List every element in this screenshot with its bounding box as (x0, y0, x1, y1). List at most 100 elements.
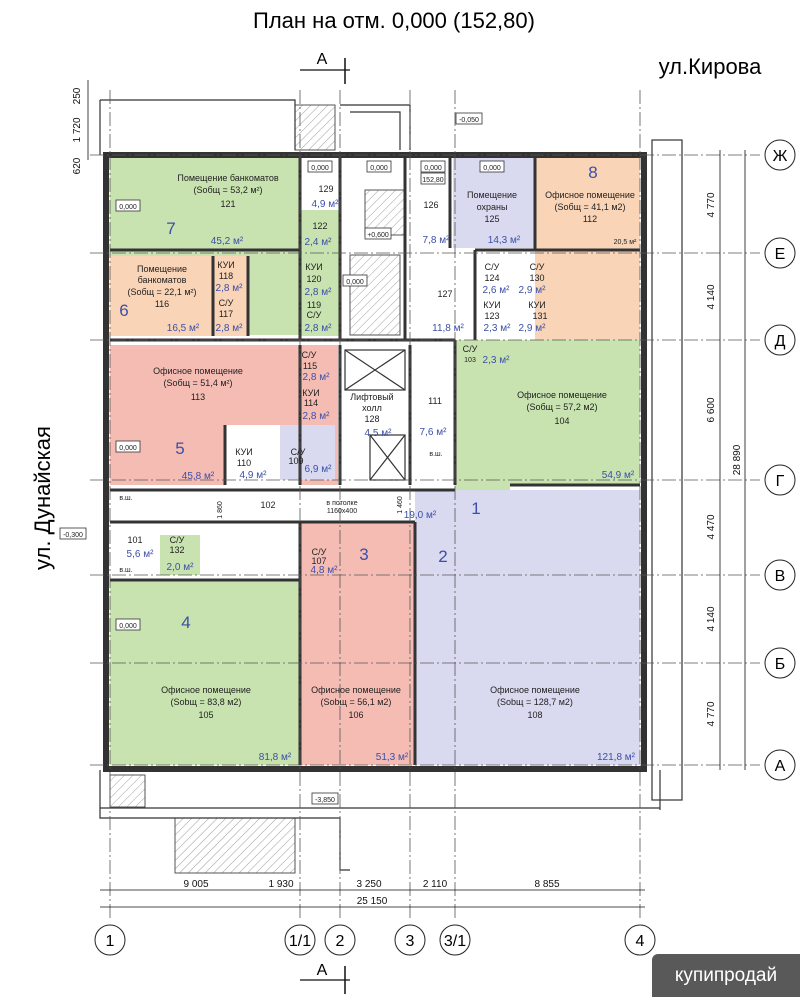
svg-text:(Sобщ = 57,2 м2): (Sобщ = 57,2 м2) (526, 402, 597, 412)
street-top: ул.Кирова (659, 54, 762, 79)
svg-text:4 770: 4 770 (706, 192, 717, 217)
svg-text:115: 115 (303, 361, 317, 371)
room-label-131: КУИ 131 2,9 м² (519, 300, 548, 334)
room-116 (110, 256, 213, 336)
room-label-106: Офисное помещение (Sobщ = 56,1 м2) 106 5… (311, 685, 409, 763)
room-108 (415, 490, 640, 765)
svg-text:4: 4 (181, 613, 190, 632)
axis-bubbles-right: Ж Е Д Г В Б А (764, 139, 796, 781)
basement-stair (174, 817, 296, 874)
bottom-dimensions: 9 005 1 930 3 250 2 110 8 855 25 150 (100, 879, 645, 908)
svg-text:2,8 м²: 2,8 м² (305, 287, 333, 298)
room-label-102: 102 (260, 500, 275, 510)
svg-text:117: 117 (219, 309, 233, 319)
ceiling-note: в потолке 1160x400 (326, 500, 357, 515)
room-119-122 (300, 210, 340, 336)
svg-text:4,8 м²: 4,8 м² (311, 565, 339, 576)
lift-shaft-1 (344, 349, 406, 391)
svg-text:1 460: 1 460 (397, 496, 404, 514)
room-109 (280, 425, 335, 480)
room-label-125: Помещение охраны 125 14,3 м² (467, 190, 521, 246)
staircase-top (364, 189, 406, 236)
svg-text:1/1: 1/1 (289, 933, 311, 950)
svg-text:(Sobщ = 56,1 м2): (Sobщ = 56,1 м2) (321, 697, 392, 707)
svg-text:8: 8 (588, 163, 597, 182)
svg-text:С/У: С/У (463, 344, 478, 354)
svg-text:С/У: С/У (302, 350, 317, 360)
svg-text:7: 7 (166, 219, 175, 238)
svg-text:0,000: 0,000 (370, 165, 388, 172)
room-label-128: Лифтовый холл 128 4,5 м² (350, 392, 393, 439)
svg-text:2,8 м²: 2,8 м² (303, 372, 331, 383)
svg-text:4 140: 4 140 (706, 284, 717, 309)
svg-text:4 470: 4 470 (706, 514, 717, 539)
page-title: План на отм. 0,000 (152,80) (253, 8, 535, 33)
svg-text:Офисное помещение: Офисное помещение (545, 190, 635, 200)
svg-text:2,6 м²: 2,6 м² (483, 285, 511, 296)
svg-text:КУИ: КУИ (235, 447, 253, 457)
svg-text:2: 2 (336, 933, 345, 950)
svg-text:7,8 м²: 7,8 м² (423, 235, 451, 246)
svg-text:45,8 м²: 45,8 м² (182, 471, 215, 482)
svg-text:25 150: 25 150 (357, 896, 388, 907)
svg-text:111: 111 (428, 396, 442, 406)
svg-text:Офисное помещение: Офисное помещение (161, 685, 251, 695)
svg-text:(Sobщ = 83,8 м2): (Sobщ = 83,8 м2) (171, 697, 242, 707)
svg-text:-0,300: -0,300 (63, 532, 83, 539)
svg-text:0,000: 0,000 (119, 623, 137, 630)
section-marker-top: А (300, 51, 350, 84)
svg-text:1 930: 1 930 (268, 879, 293, 890)
room-label-119: 119 С/У 2,8 м² (305, 300, 333, 334)
svg-text:в потолке: в потолке (326, 500, 357, 507)
svg-text:1: 1 (471, 499, 480, 518)
axis-bubbles-bottom: 1 1/1 2 3 3/1 4 (94, 924, 656, 956)
svg-text:121,8 м²: 121,8 м² (597, 752, 636, 763)
svg-text:3: 3 (359, 545, 368, 564)
svg-text:Помещение банкоматов: Помещение банкоматов (177, 173, 278, 183)
room-label-121: Помещение банкоматов (Sобщ = 53,2 м²) 12… (166, 173, 279, 247)
svg-text:С/У: С/У (170, 535, 185, 545)
svg-text:2: 2 (438, 547, 447, 566)
room-label-105: Офисное помещение (Sobщ = 83,8 м2) 105 8… (161, 613, 292, 763)
street-left: ул. Дунайская (30, 426, 55, 570)
svg-text:116: 116 (155, 299, 169, 309)
svg-text:6,9 м²: 6,9 м² (305, 464, 333, 475)
svg-text:112: 112 (583, 214, 597, 224)
room-label-109: С/У 109 6,9 м² (288, 447, 332, 475)
svg-text:2,8 м²: 2,8 м² (216, 323, 244, 334)
outer-wall (103, 152, 647, 772)
svg-text:11,8 м²: 11,8 м² (432, 323, 464, 334)
svg-text:холл: холл (362, 403, 382, 413)
svg-text:2,8 м²: 2,8 м² (216, 283, 244, 294)
svg-text:2,3 м²: 2,3 м² (483, 355, 511, 366)
svg-text:(Sобщ = 53,2 м²): (Sобщ = 53,2 м²) (193, 185, 262, 195)
svg-text:Е: Е (775, 246, 786, 263)
room-label-104: Офисное помещение (Sобщ = 57,2 м2) 104 5… (471, 390, 635, 518)
svg-text:2,4 м²: 2,4 м² (305, 237, 333, 248)
svg-text:2,8 м²: 2,8 м² (303, 411, 331, 422)
svg-text:2,0 м²: 2,0 м² (167, 562, 195, 573)
staircase (349, 254, 401, 336)
room-label-112: Офисное помещение (Sобщ = 41,1 м2) 112 2… (545, 163, 637, 246)
svg-text:122: 122 (312, 221, 327, 231)
room-label-115: С/У 115 2,8 м² (302, 350, 330, 383)
svg-text:КУИ: КУИ (217, 260, 235, 270)
svg-text:2 110: 2 110 (423, 879, 448, 890)
svg-text:4,9 м²: 4,9 м² (312, 199, 340, 210)
svg-text:Лифтовый: Лифтовый (350, 392, 393, 402)
room-125 (453, 158, 535, 248)
svg-text:105: 105 (198, 710, 213, 720)
svg-text:54,9 м²: 54,9 м² (602, 470, 635, 481)
svg-text:8 855: 8 855 (534, 879, 559, 890)
room-label-113: Офисное помещение (Sобщ = 51,4 м²) 113 4… (153, 366, 243, 482)
svg-text:2,3 м²: 2,3 м² (484, 323, 512, 334)
svg-text:Помещение: Помещение (467, 190, 517, 200)
room-label-123: КУИ 123 2,3 м² (483, 300, 511, 334)
svg-text:4: 4 (636, 933, 645, 950)
svg-text:124: 124 (484, 273, 499, 283)
svg-text:0,000: 0,000 (119, 445, 137, 452)
svg-text:9 005: 9 005 (183, 879, 208, 890)
svg-text:128: 128 (364, 414, 379, 424)
svg-text:108: 108 (527, 710, 542, 720)
svg-text:104: 104 (554, 416, 569, 426)
